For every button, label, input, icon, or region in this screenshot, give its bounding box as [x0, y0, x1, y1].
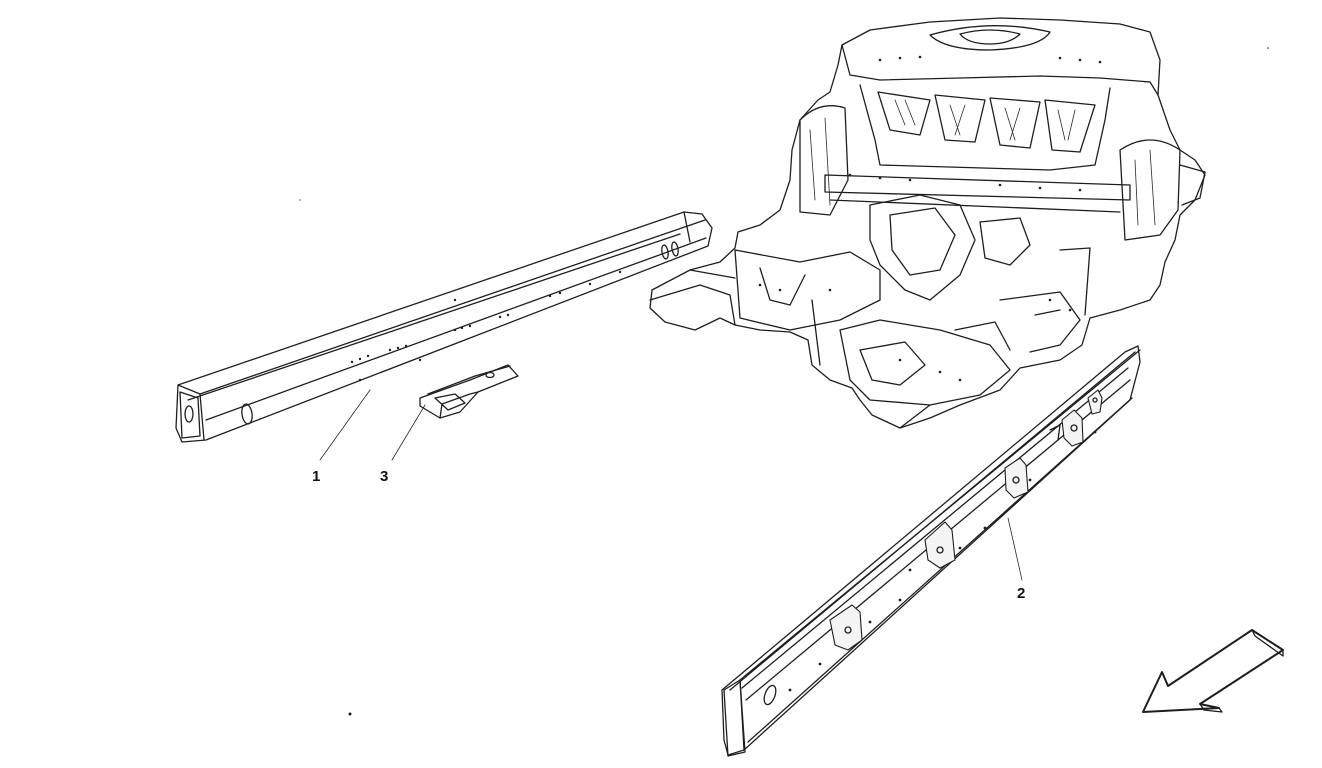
leader-lines [319, 389, 1023, 581]
part-3-bracket [419, 364, 519, 419]
leader-line-2 [1007, 517, 1023, 581]
leader-line-3 [391, 404, 426, 461]
leader-line-1 [319, 389, 371, 461]
callout-2: 2 [1017, 585, 1025, 602]
callout-3: 3 [380, 468, 388, 485]
chassis-assembly [649, 17, 1206, 429]
scan-specks [299, 47, 1269, 716]
callout-1: 1 [312, 468, 320, 485]
part-1-left-member [175, 211, 713, 443]
arrow-down-left-icon [1142, 629, 1284, 713]
part-2-right-sill [721, 345, 1141, 757]
